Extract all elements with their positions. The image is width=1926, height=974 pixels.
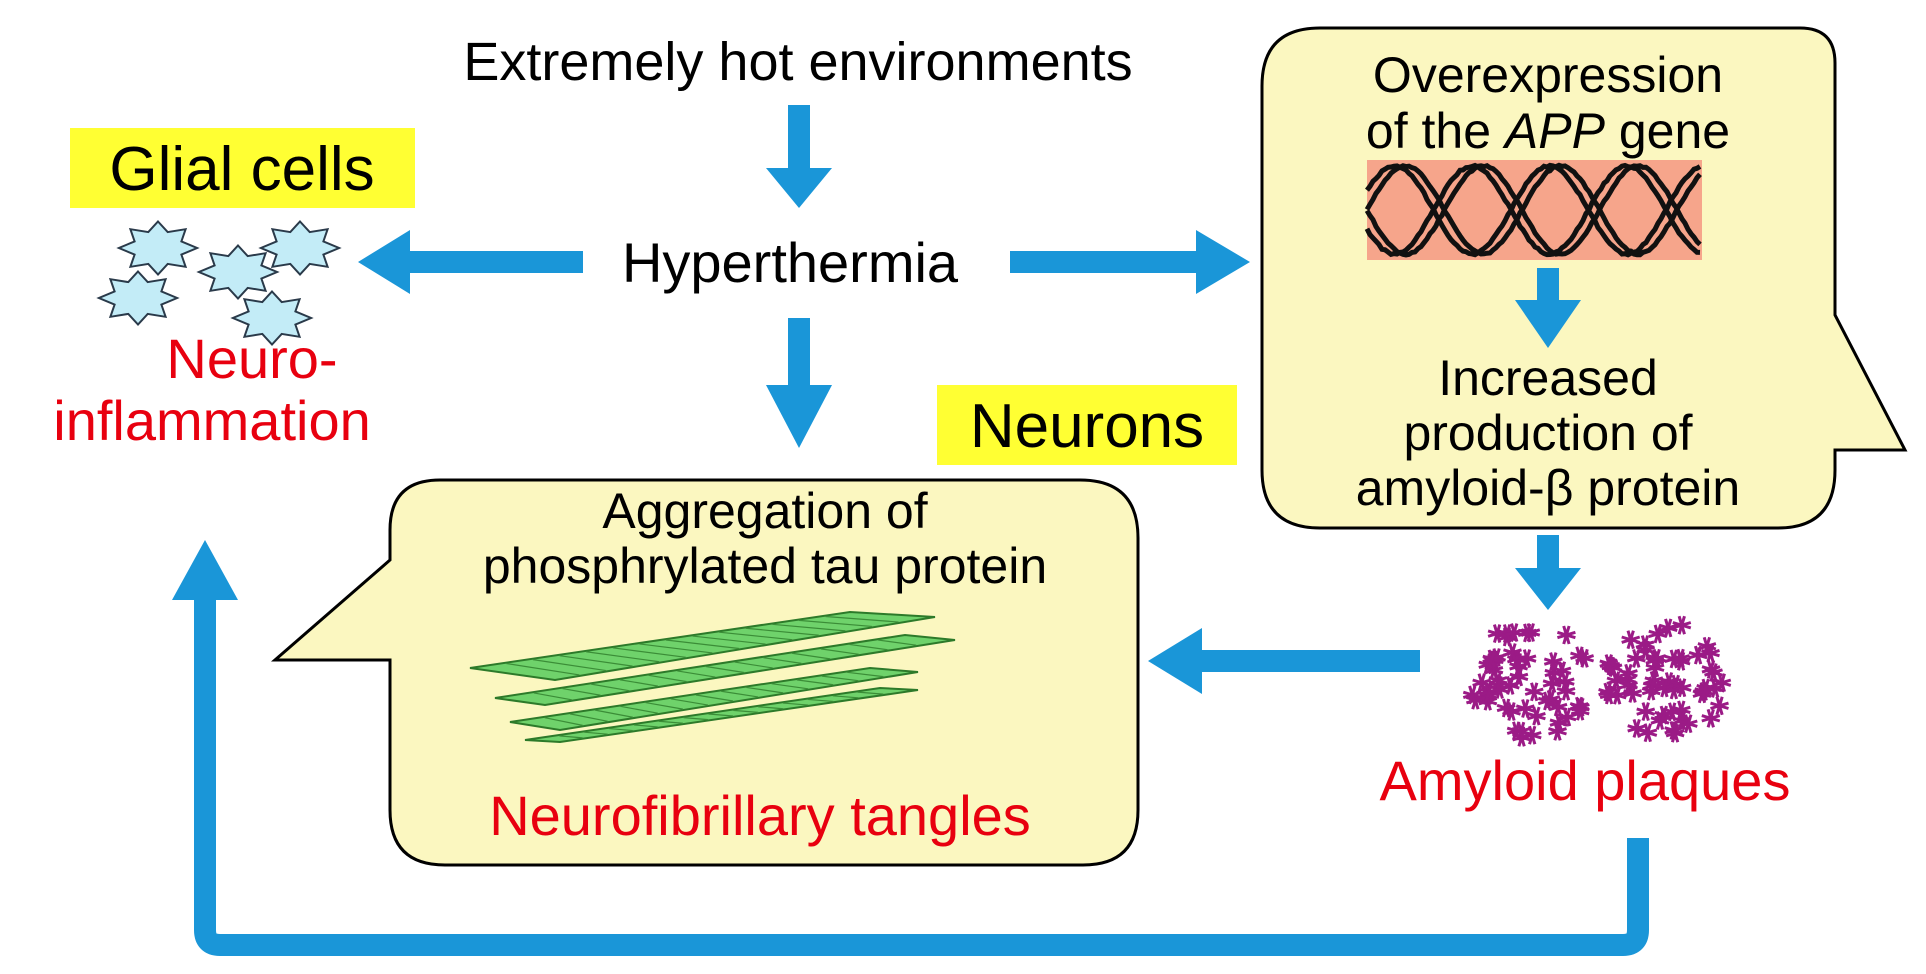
hyperthermia-label: Hyperthermia — [622, 231, 959, 294]
app-line2-prefix: of the — [1366, 103, 1505, 159]
glial-cell-star — [119, 222, 197, 275]
app-line5: amyloid-β protein — [1356, 460, 1740, 516]
tau-line2: phosphrylated tau protein — [483, 538, 1047, 594]
app-line2: of the APP gene — [1366, 103, 1730, 159]
app-line2-suffix: gene — [1605, 103, 1730, 159]
app-line1: Overexpression — [1373, 47, 1723, 103]
arrow-hyperthermia-to-app — [1010, 230, 1250, 294]
glial-cell-star — [261, 222, 339, 275]
tau-line1: Aggregation of — [602, 483, 927, 539]
arrow-env-to-hyperthermia — [766, 105, 832, 208]
neurons-tag: Neurons — [970, 392, 1204, 461]
neuroinflammation-line2: inflammation — [53, 389, 370, 452]
app-line4: production of — [1403, 405, 1692, 461]
neurofibrillary-tangles-label: Neurofibrillary tangles — [489, 784, 1031, 847]
app-line3: Increased — [1438, 350, 1658, 406]
amyloid-plaque-icons — [1463, 616, 1731, 746]
arrow-plaques-to-tau — [1148, 628, 1420, 694]
top-label: Extremely hot environments — [463, 32, 1132, 92]
neuroinflammation-line1: Neuro- — [166, 327, 337, 390]
glial-cells-tag: Glial cells — [109, 135, 374, 204]
arrow-hyperthermia-to-tau — [766, 318, 832, 448]
app-gene-name: APP — [1502, 103, 1606, 159]
arrow-hyperthermia-to-glia — [358, 230, 583, 294]
glial-cell-star — [99, 272, 177, 325]
arrow-production-to-plaques — [1515, 535, 1581, 610]
amyloid-plaques-label: Amyloid plaques — [1380, 749, 1791, 812]
glial-cell-star — [199, 246, 277, 299]
